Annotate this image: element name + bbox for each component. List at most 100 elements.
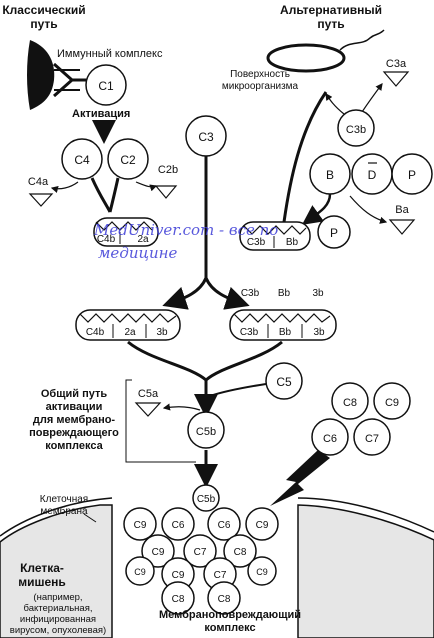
factor-d-component: D <box>351 153 393 195</box>
c4-label: C4 <box>74 153 90 167</box>
three-b-alt-lower-label: 3b <box>313 327 325 338</box>
c7-free-component: C7 <box>353 418 391 456</box>
mac-c8-bottom-right-label: C8 <box>218 594 231 605</box>
common-path-line3: для мембрано- <box>33 414 116 426</box>
c8-free-component: C8 <box>331 382 369 420</box>
ba-release-arrow <box>349 195 388 224</box>
factor-b-label: B <box>326 168 334 182</box>
membrane-left-outline <box>0 497 113 537</box>
c2b-label: C2b <box>158 164 178 176</box>
c3bbb3b-convertase: C3b Bb 3b <box>229 309 337 341</box>
microorganism-surface-icon <box>266 29 385 73</box>
properdin-upper-label: P <box>330 226 338 240</box>
common-path-line1: Общий путь <box>41 388 107 400</box>
mac-c6-right: C6 <box>207 507 241 541</box>
mac-c9-lower-right-label: C9 <box>256 567 268 577</box>
c3b-binding-arrow <box>325 93 345 115</box>
factor-p-label: P <box>408 168 416 182</box>
c4-component: C4 <box>61 138 103 180</box>
bb-lower-label: Bb <box>279 327 292 338</box>
c4b-lower-label: C4b <box>86 327 105 338</box>
c3-component: C3 <box>185 115 227 157</box>
three-b-top-label: 3b <box>312 288 324 299</box>
common-path-bracket <box>125 379 196 463</box>
alternative-title-line1: Альтернативный <box>280 3 382 17</box>
alternative-surface-line <box>282 91 328 223</box>
surface-label-line1: Поверхность <box>230 69 290 80</box>
c5b-label: C5b <box>196 426 216 438</box>
assembly-arrow-icon <box>270 450 330 506</box>
factor-b-component: B <box>309 153 351 195</box>
c2-label: C2 <box>120 153 136 167</box>
c3b-upper-conv-label: C3b <box>247 237 266 248</box>
mac-c7-right-label: C7 <box>214 570 227 581</box>
mac-c8-upper: C8 <box>223 534 257 568</box>
c4a-fragment-icon <box>28 193 54 207</box>
mac-c5b-label: C5b <box>197 494 216 505</box>
c3a-fragment-icon <box>382 71 410 87</box>
watermark-line2: медицине <box>98 244 177 262</box>
c2b-release-arrow <box>135 181 158 192</box>
common-path-line2: активации <box>46 401 103 413</box>
target-cell-right <box>297 504 434 638</box>
mac-c9-mid-left-label: C9 <box>152 547 165 558</box>
surface-label-line2: микроорганизма <box>222 81 299 92</box>
mac-c9-lower-mid-label: C9 <box>172 570 185 581</box>
c1-component: C1 <box>85 64 127 106</box>
mac-c5b: C5b <box>192 484 220 512</box>
two-a-upper-label: 2a <box>137 234 149 245</box>
cell-membrane-pointer <box>83 513 97 523</box>
common-converge-arrow <box>127 340 283 382</box>
mac-complex: C5b C9 C6 C6 C9 C9 C8 C7 <box>123 484 279 615</box>
bb-upper-conv-label: Bb <box>286 237 299 248</box>
c5b-component: C5b <box>187 411 225 449</box>
c5a-label: C5a <box>138 388 159 400</box>
c4a-release-arrow <box>50 181 79 193</box>
c2b-fragment-icon <box>154 185 178 199</box>
c6-free-label: C6 <box>323 433 337 445</box>
mac-c9-lower-right: C9 <box>247 556 277 586</box>
c1-label: C1 <box>98 79 114 93</box>
mac-c8-upper-label: C8 <box>234 547 247 558</box>
common-path-line5: комплекса <box>45 440 103 452</box>
activation-label: Активация <box>72 108 130 120</box>
factor-d-label: D <box>368 168 377 182</box>
immune-complex-label: Иммунный комплекс <box>57 48 163 60</box>
c5-join-arrow <box>209 383 267 397</box>
classical-merge-arrow <box>90 177 120 213</box>
mac-label-line1: Мембраноповреждающий <box>159 609 301 621</box>
properdin-upper-component: P <box>317 215 351 249</box>
classical-title-line2: путь <box>30 17 57 31</box>
c3-label: C3 <box>198 130 214 144</box>
c7-free-label: C7 <box>365 433 379 445</box>
cell-membrane-label-line2: мембрана <box>40 505 88 517</box>
target-cell-label-line1: Клетка- <box>20 561 64 575</box>
c9-free-component: C9 <box>373 382 411 420</box>
mac-c9-right: C9 <box>245 507 279 541</box>
common-path-line4: повреждающего <box>29 427 119 439</box>
ba-fragment-icon <box>388 219 416 235</box>
mac-c8-bottom-left: C8 <box>161 581 195 615</box>
alternative-title-line2: путь <box>317 17 344 31</box>
c5-label: C5 <box>276 375 292 389</box>
c3b-top-label: C3b <box>241 288 260 299</box>
c8-free-label: C8 <box>343 397 357 409</box>
target-cell-label-line2: мишень <box>18 575 66 589</box>
c3b-surface-label: C3b <box>346 124 366 136</box>
mac-c9-left-label: C9 <box>134 520 147 531</box>
target-note-line2: бактериальная, <box>24 603 93 614</box>
c4a-label: C4a <box>28 176 49 188</box>
target-note-line4: вирусом, опухолевая) <box>10 625 106 636</box>
watermark-line1: MedUniver.com - все по <box>93 221 278 239</box>
mac-c9-right-label: C9 <box>256 520 269 531</box>
c3b-surface-component: C3b <box>337 109 375 147</box>
split-to-alternative-arrow <box>204 277 250 310</box>
c6-free-component: C6 <box>311 418 349 456</box>
c5-component: C5 <box>265 362 303 400</box>
c3a-label: C3a <box>386 58 407 70</box>
c3b-lower-label: C3b <box>240 327 259 338</box>
c5a-release-arrow <box>162 403 201 411</box>
c4b-upper-label: C4b <box>97 234 116 245</box>
c2-component: C2 <box>107 138 149 180</box>
